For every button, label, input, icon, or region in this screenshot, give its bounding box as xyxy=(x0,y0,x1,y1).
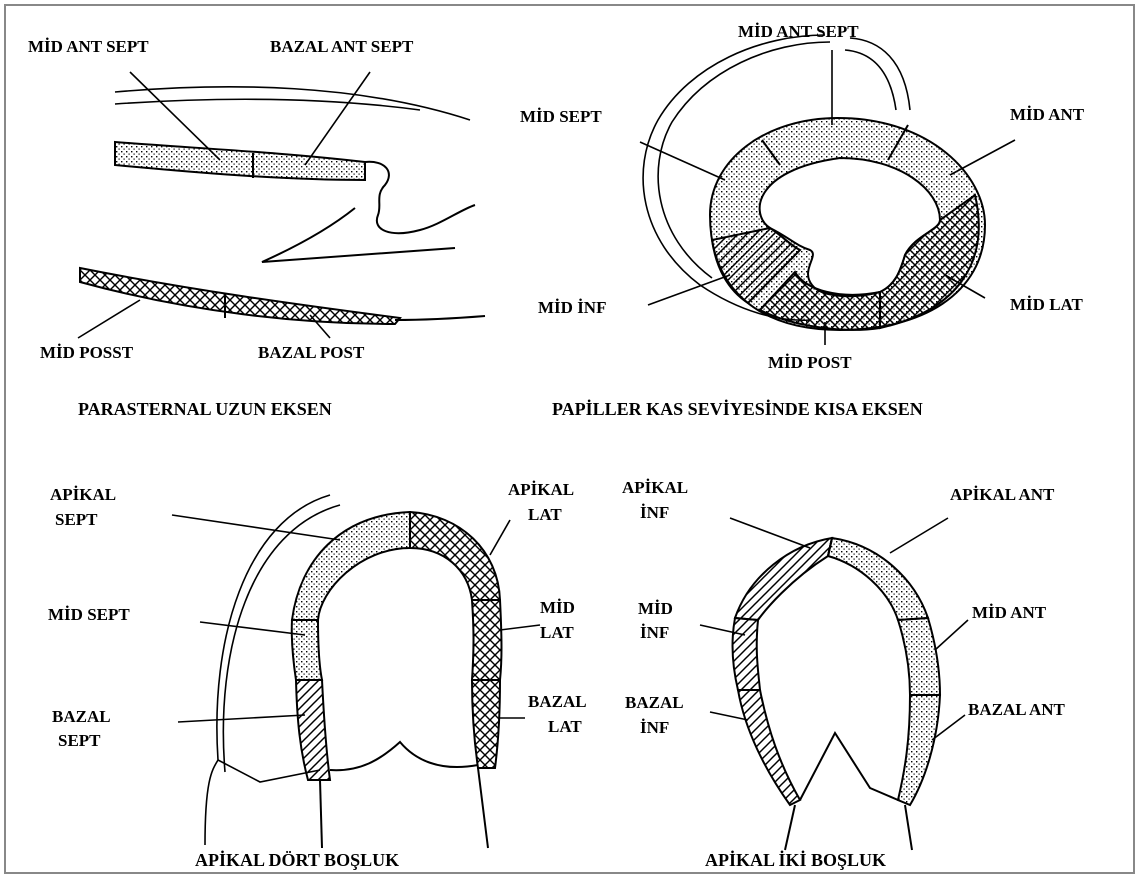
label-2c-mid-inf-2: İNF xyxy=(640,623,669,642)
segment-mid-sept-4c xyxy=(292,620,322,680)
outer-frame xyxy=(5,5,1134,873)
label-mid-posst: MİD POSST xyxy=(40,343,134,362)
label-bazal-ant-sept: BAZAL ANT SEPT xyxy=(270,37,414,56)
segment-apikal-lat xyxy=(410,512,500,600)
label-bazal-lat-1: BAZAL xyxy=(528,692,587,711)
label-apikal-sept-2: SEPT xyxy=(55,510,98,529)
short-axis-view: MİD ANT SEPT MİD SEPT MİD ANT MİD LAT Mİ… xyxy=(520,22,1085,419)
label-sa-mid-post: MİD POST xyxy=(768,353,852,372)
segment-2c-mid-inf xyxy=(733,618,760,690)
caption-four-chamber: APİKAL DÖRT BOŞLUK xyxy=(195,850,399,870)
label-bazal-sept-2: SEPT xyxy=(58,731,101,750)
label-bazal-post: BAZAL POST xyxy=(258,343,365,362)
segment-2c-bazal-inf xyxy=(738,690,800,805)
posterior-wall-band xyxy=(80,268,400,324)
septum-band xyxy=(115,142,365,180)
segment-mid-lat xyxy=(880,195,979,328)
label-sa-mid-lat: MİD LAT xyxy=(1010,295,1084,314)
segment-bazal-sept xyxy=(296,680,330,780)
label-2c-apikal-inf-2: İNF xyxy=(640,503,669,522)
segment-2c-bazal-ant xyxy=(898,695,940,805)
label-2c-bazal-ant: BAZAL ANT xyxy=(968,700,1065,719)
label-apikal-lat-2: LAT xyxy=(528,505,562,524)
label-4c-mid-lat-1: MİD xyxy=(540,598,575,617)
label-apikal-sept-1: APİKAL xyxy=(50,485,116,504)
parasternal-long-axis-view: MİD ANT SEPT BAZAL ANT SEPT MİD POSST BA… xyxy=(28,37,485,419)
label-2c-apikal-inf-1: APİKAL xyxy=(622,478,688,497)
label-bazal-lat-2: LAT xyxy=(548,717,582,736)
segment-apikal-sept xyxy=(292,512,410,620)
caption-two-chamber: APİKAL İKİ BOŞLUK xyxy=(705,850,886,870)
label-2c-bazal-inf-1: BAZAL xyxy=(625,693,684,712)
caption-parasternal: PARASTERNAL UZUN EKSEN xyxy=(78,399,332,419)
label-apikal-lat-1: APİKAL xyxy=(508,480,574,499)
label-2c-apikal-ant: APİKAL ANT xyxy=(950,485,1055,504)
label-sa-mid-sept: MİD SEPT xyxy=(520,107,602,126)
segment-mid-lat-4c xyxy=(472,600,502,680)
segment-bazal-lat xyxy=(472,680,500,768)
segment-2c-apikal-ant xyxy=(828,538,928,620)
apical-four-chamber-view: APİKAL SEPT APİKAL LAT MİD SEPT MİD LAT … xyxy=(48,480,587,870)
label-mid-ant-sept: MİD ANT SEPT xyxy=(28,37,149,56)
apical-two-chamber-view: APİKAL İNF APİKAL ANT MİD İNF MİD ANT BA… xyxy=(622,478,1065,870)
segment-2c-mid-ant xyxy=(898,618,940,695)
label-2c-bazal-inf-2: İNF xyxy=(640,718,669,737)
label-4c-mid-sept: MİD SEPT xyxy=(48,605,130,624)
label-bazal-sept-1: BAZAL xyxy=(52,707,111,726)
label-sa-mid-inf: MİD İNF xyxy=(538,298,606,317)
label-2c-mid-inf-1: MİD xyxy=(638,599,673,618)
label-sa-mid-ant-sept: MİD ANT SEPT xyxy=(738,22,859,41)
segment-2c-apikal-inf xyxy=(735,538,832,620)
caption-short-axis: PAPİLLER KAS SEVİYESİNDE KISA EKSEN xyxy=(552,399,923,419)
label-2c-mid-ant: MİD ANT xyxy=(972,603,1047,622)
label-sa-mid-ant: MİD ANT xyxy=(1010,105,1085,124)
label-4c-mid-lat-2: LAT xyxy=(540,623,574,642)
